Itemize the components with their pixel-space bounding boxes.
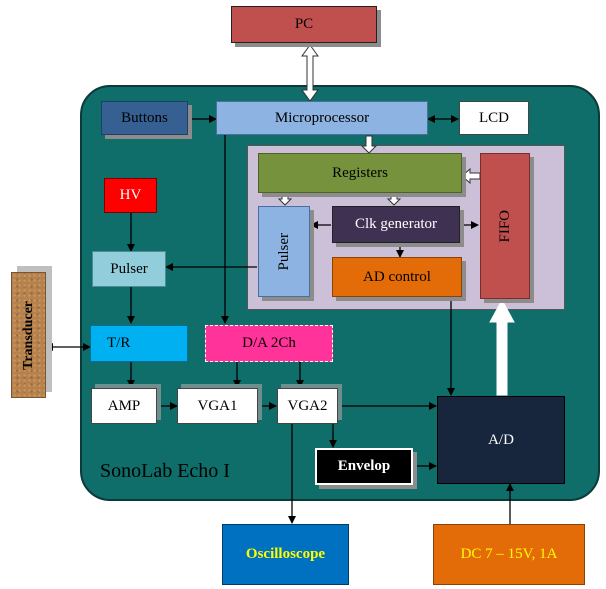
bus-micro-registers (360, 135, 378, 154)
hv-label: HV (119, 187, 142, 203)
pc-block: PC (231, 6, 377, 43)
microprocessor-block: Microprocessor (216, 101, 428, 135)
transducer-block: Transducer (11, 272, 46, 398)
clk-generator-label: Clk generator (354, 216, 438, 232)
da-2ch-block: D/A 2Ch (205, 325, 333, 362)
oscilloscope-block: Oscilloscope (222, 524, 349, 585)
oscilloscope-label: Oscilloscope (245, 546, 326, 562)
buttons-block: Buttons (101, 101, 188, 135)
bus-registers-pulserinner (277, 192, 293, 206)
bus-pc-micro (301, 44, 319, 102)
board-label-text: SonoLab Echo I (100, 460, 230, 482)
da-2ch-label: D/A 2Ch (242, 335, 296, 351)
registers-block: Registers (258, 153, 462, 193)
dc-supply-label: DC 7 – 15V, 1A (460, 546, 558, 562)
pulser-inner-block: Pulser (258, 206, 310, 297)
ad-control-label: AD control (363, 268, 431, 285)
pc-label: PC (294, 16, 314, 32)
tr-block: T/R (90, 325, 188, 362)
transducer-label: Transducer (20, 300, 36, 370)
envelop-label: Envelop (337, 458, 391, 474)
pulser-block: Pulser (92, 251, 166, 287)
clk-generator-block: Clk generator (332, 206, 460, 243)
amp-label: AMP (107, 397, 141, 414)
amp-block: AMP (91, 388, 157, 424)
bus-registers-clk (386, 192, 402, 206)
pulser-label: Pulser (110, 260, 148, 277)
ad-label: A/D (488, 431, 514, 448)
hv-block: HV (104, 178, 157, 213)
vga1-label: VGA1 (197, 397, 238, 414)
vga1-block: VGA1 (177, 388, 258, 424)
buttons-label: Buttons (121, 109, 168, 126)
bus-ad-fifo (489, 298, 515, 396)
bus-fifo-registers (461, 167, 481, 185)
dc-supply-block: DC 7 – 15V, 1A (433, 524, 585, 585)
tr-label: T/R (107, 335, 131, 351)
envelop-block: Envelop (315, 448, 413, 485)
fifo-label: FIFO (496, 209, 513, 243)
registers-label: Registers (332, 164, 388, 181)
vga2-label: VGA2 (287, 397, 328, 414)
board-label: SonoLab Echo I (100, 460, 230, 483)
microprocessor-label: Microprocessor (274, 109, 370, 126)
fifo-block: FIFO (480, 153, 530, 299)
vga2-block: VGA2 (277, 388, 338, 424)
pulser-inner-label: Pulser (275, 232, 292, 271)
lcd-label: LCD (479, 109, 509, 126)
ad-block: A/D (437, 396, 565, 484)
ad-control-block: AD control (332, 257, 462, 297)
lcd-block: LCD (459, 101, 529, 135)
